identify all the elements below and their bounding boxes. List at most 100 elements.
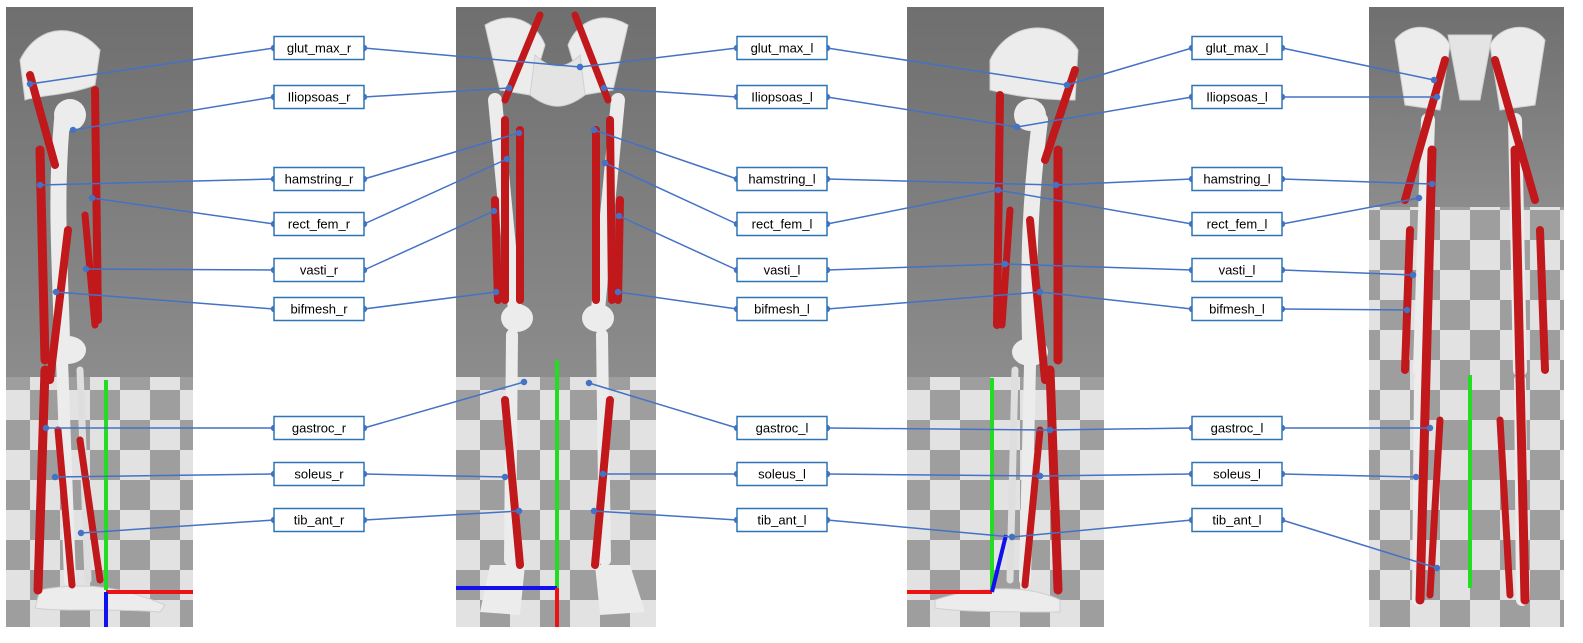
anchor-dot xyxy=(599,470,607,478)
leader-line xyxy=(363,132,520,180)
leader-line xyxy=(604,162,738,225)
leader-line xyxy=(826,427,1051,431)
anchor-dot xyxy=(26,80,34,88)
label-text: soleus_l xyxy=(1213,467,1261,482)
anchor-dot xyxy=(88,194,96,202)
leader-line xyxy=(363,381,525,429)
leader-line xyxy=(826,263,1006,271)
leader-line xyxy=(593,129,738,180)
anchor-dot xyxy=(585,379,593,387)
anchor-dot xyxy=(1433,564,1441,572)
leader-line xyxy=(603,87,738,98)
anchor-dot xyxy=(520,378,528,386)
label-text: gastroc_l xyxy=(756,421,809,436)
leader-line xyxy=(363,47,581,68)
muscle-label: Iliopsoas_l xyxy=(736,84,828,110)
label-text: tib_ant_l xyxy=(757,513,806,528)
label-box xyxy=(1191,507,1283,533)
label-box xyxy=(1191,461,1283,487)
leader-line xyxy=(826,473,1041,477)
label-box xyxy=(273,257,365,283)
leader-line xyxy=(1281,519,1438,569)
muscle-label: gastroc_r xyxy=(273,415,365,441)
label-text: glut_max_l xyxy=(751,41,814,56)
muscle-label: glut_max_l xyxy=(1191,35,1283,61)
leader-line xyxy=(39,178,275,186)
label-box xyxy=(273,415,365,441)
label-text: tib_ant_l xyxy=(1212,513,1261,528)
label-box xyxy=(736,257,828,283)
anchor-dot xyxy=(614,288,622,296)
label-text: bifmesh_r xyxy=(290,302,348,317)
muscle-label: Iliopsoas_l xyxy=(1191,84,1283,110)
anchor-dot xyxy=(994,186,1002,194)
anchor-dot xyxy=(1409,271,1417,279)
anchor-dot xyxy=(36,181,44,189)
leader-line xyxy=(826,291,1041,310)
label-box xyxy=(273,211,365,237)
anchor-dot xyxy=(515,507,523,515)
leader-line xyxy=(617,291,738,310)
leader-line xyxy=(72,96,275,131)
label-text: rect_fem_l xyxy=(1207,217,1268,232)
label-box xyxy=(736,84,828,110)
label-box xyxy=(1191,166,1283,192)
label-text: hamstring_l xyxy=(748,172,815,187)
muscle-label: vasti_l xyxy=(736,257,828,283)
anchor-dot xyxy=(1008,533,1016,541)
anchor-dot xyxy=(576,63,584,71)
label-text: bifmesh_l xyxy=(754,302,810,317)
muscle-label: vasti_r xyxy=(273,257,365,283)
leader-line xyxy=(1049,427,1193,431)
muscle-label: glut_max_r xyxy=(273,35,365,61)
anchor-dot xyxy=(1052,181,1060,189)
leader-line xyxy=(826,189,999,225)
muscle-label: soleus_l xyxy=(736,461,828,487)
anchor-dot xyxy=(515,129,523,137)
leader-line xyxy=(1011,519,1193,538)
muscle-label: Iliopsoas_r xyxy=(273,84,365,110)
label-box xyxy=(736,461,828,487)
leader-line xyxy=(1281,473,1417,478)
leader-line xyxy=(826,178,1057,186)
anchor-dot xyxy=(503,155,511,163)
label-box xyxy=(736,415,828,441)
label-text: tib_ant_r xyxy=(294,513,345,528)
muscle-label: soleus_l xyxy=(1191,461,1283,487)
label-box xyxy=(273,35,365,61)
anchor-dot xyxy=(590,507,598,515)
muscle-label: tib_ant_r xyxy=(273,507,365,533)
label-box xyxy=(273,84,365,110)
anchor-dot xyxy=(1063,81,1071,89)
muscles-back xyxy=(1401,56,1549,605)
anchor-dot xyxy=(51,473,59,481)
muscle-label: hamstring_l xyxy=(736,166,828,192)
label-text: vasti_r xyxy=(300,263,339,278)
label-box xyxy=(736,35,828,61)
muscle-label: vasti_l xyxy=(1191,257,1283,283)
anchor-dot xyxy=(1403,306,1411,314)
anchor-dot xyxy=(1428,180,1436,188)
label-text: Iliopsoas_r xyxy=(288,90,352,105)
anchor-dot xyxy=(1433,93,1441,101)
label-box xyxy=(1191,84,1283,110)
anchor-dot xyxy=(1412,473,1420,481)
label-text: Iliopsoas_l xyxy=(1206,90,1268,105)
leader-line xyxy=(85,268,275,271)
label-text: hamstring_l xyxy=(1203,172,1270,187)
label-box xyxy=(1191,415,1283,441)
muscle-label: hamstring_r xyxy=(273,166,365,192)
leader-line xyxy=(363,210,495,271)
label-text: bifmesh_l xyxy=(1209,302,1265,317)
muscle-label: rect_fem_l xyxy=(1191,211,1283,237)
anchor-dot xyxy=(1036,472,1044,480)
leader-line xyxy=(363,510,520,521)
leader-line xyxy=(363,158,508,225)
label-text: glut_max_r xyxy=(287,41,352,56)
label-box xyxy=(273,507,365,533)
leader-line xyxy=(588,382,738,429)
label-box xyxy=(273,296,365,322)
muscle-label: rect_fem_r xyxy=(273,211,365,237)
